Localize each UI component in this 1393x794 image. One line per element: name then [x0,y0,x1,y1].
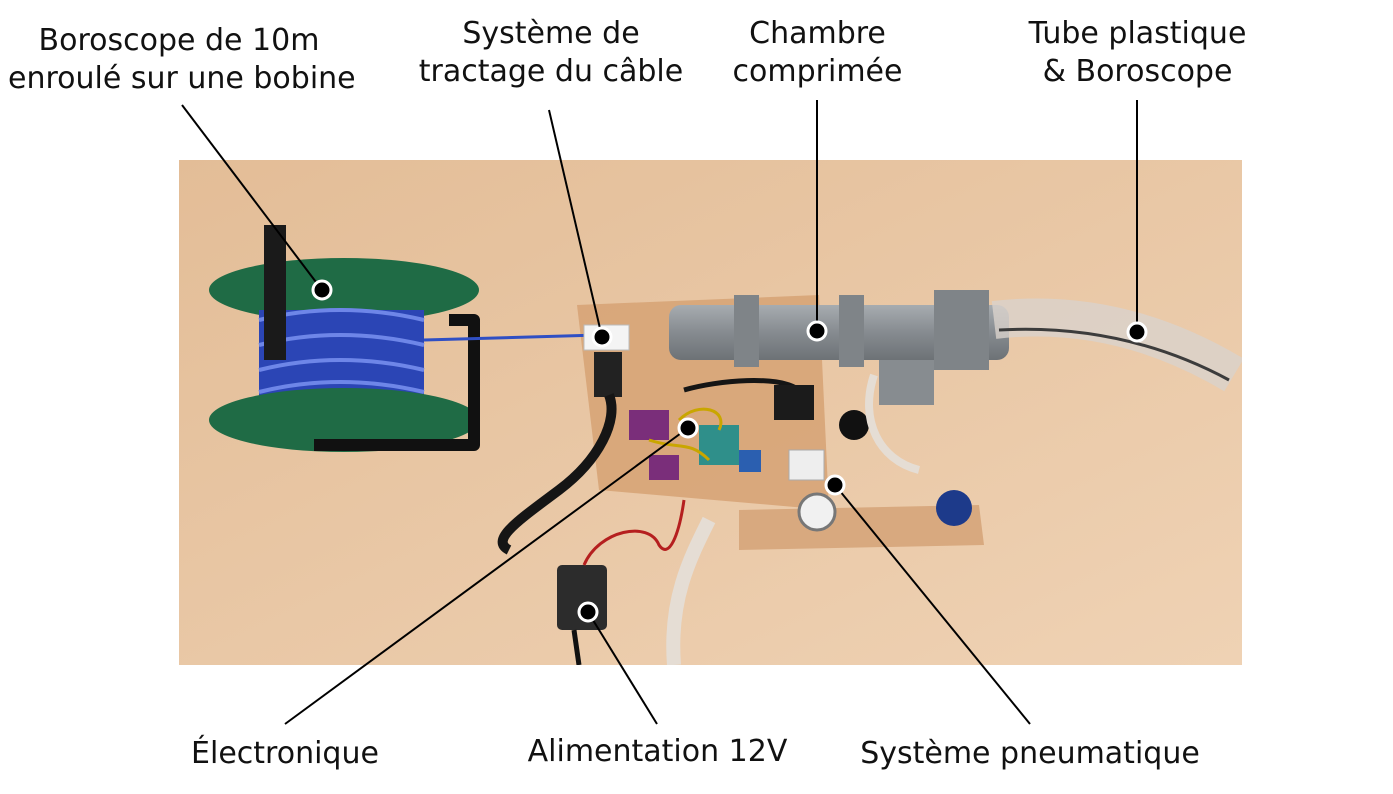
device-photo [179,160,1242,665]
electronics-boards [629,407,761,480]
pipe-chamber [669,290,1009,405]
power-adapter [557,565,607,630]
label-pneumatic: Système pneumatique [860,736,1200,771]
label-boroscope-reel: Boroscope de 10m enroulé sur une bobine [8,23,356,96]
traction-block [583,324,630,351]
label-tube: Tube plastique & Boroscope [1028,16,1247,89]
label-cable-traction: Système de tractage du câble [418,16,684,89]
label-electronics: Électronique [191,736,379,771]
label-chamber: Chambre comprimée [732,16,903,89]
plastic-tube [991,298,1242,392]
label-power-supply: Alimentation 12V [527,734,788,769]
